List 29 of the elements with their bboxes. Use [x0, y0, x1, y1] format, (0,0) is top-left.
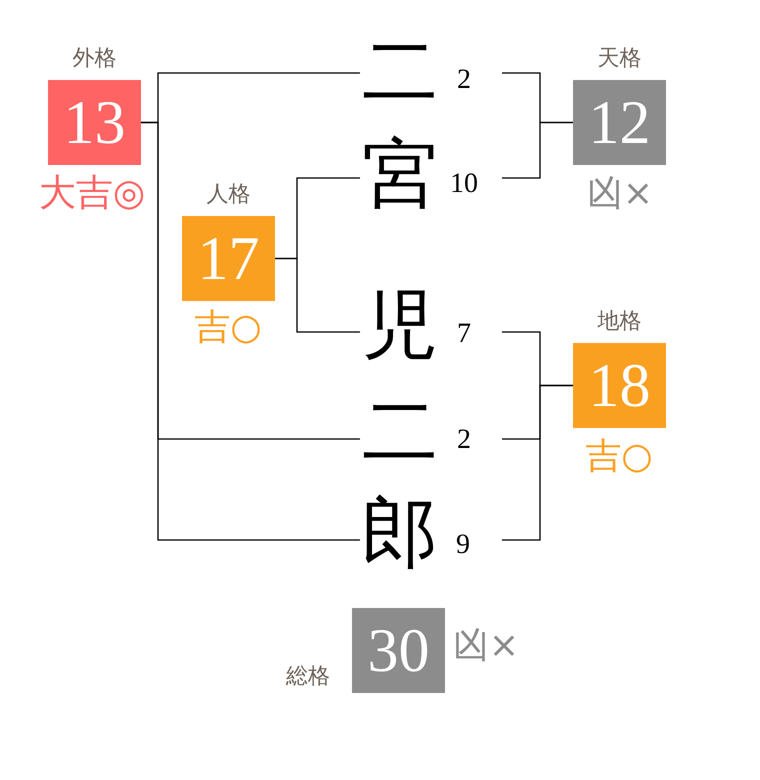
stroke-count: 2: [456, 66, 472, 94]
score-value: 30: [368, 620, 430, 682]
fortune-rating: 吉○: [585, 439, 653, 475]
score-value: 12: [588, 92, 650, 154]
bracket-line: [275, 258, 360, 333]
name-character: 二: [362, 34, 438, 110]
fortune-rating: 吉○: [194, 310, 262, 346]
category-heading: 人格: [206, 184, 250, 206]
bracket-line: [502, 122, 573, 179]
category-heading: 地格: [598, 311, 642, 333]
name-character: 児: [362, 288, 438, 364]
fortune-rating: 凶×: [452, 628, 520, 664]
bracket-line: [141, 122, 360, 541]
name-character: 郎: [362, 496, 438, 572]
name-character: 宮: [362, 137, 438, 213]
stroke-count: 10: [449, 170, 479, 198]
fortune-rating: 大吉◎: [38, 174, 146, 210]
stroke-count: 9: [455, 531, 471, 559]
category-heading: 天格: [598, 48, 642, 70]
score-value: 17: [198, 228, 260, 290]
score-value: 13: [64, 92, 126, 154]
fortune-rating: 凶×: [586, 176, 654, 212]
stroke-count: 2: [456, 426, 472, 454]
category-heading: 総格: [286, 666, 330, 688]
category-heading: 外格: [72, 48, 116, 70]
score-value: 18: [588, 354, 650, 416]
name-character: 二: [362, 394, 438, 470]
bracket-line: [502, 384, 573, 541]
stroke-count: 7: [456, 320, 472, 348]
